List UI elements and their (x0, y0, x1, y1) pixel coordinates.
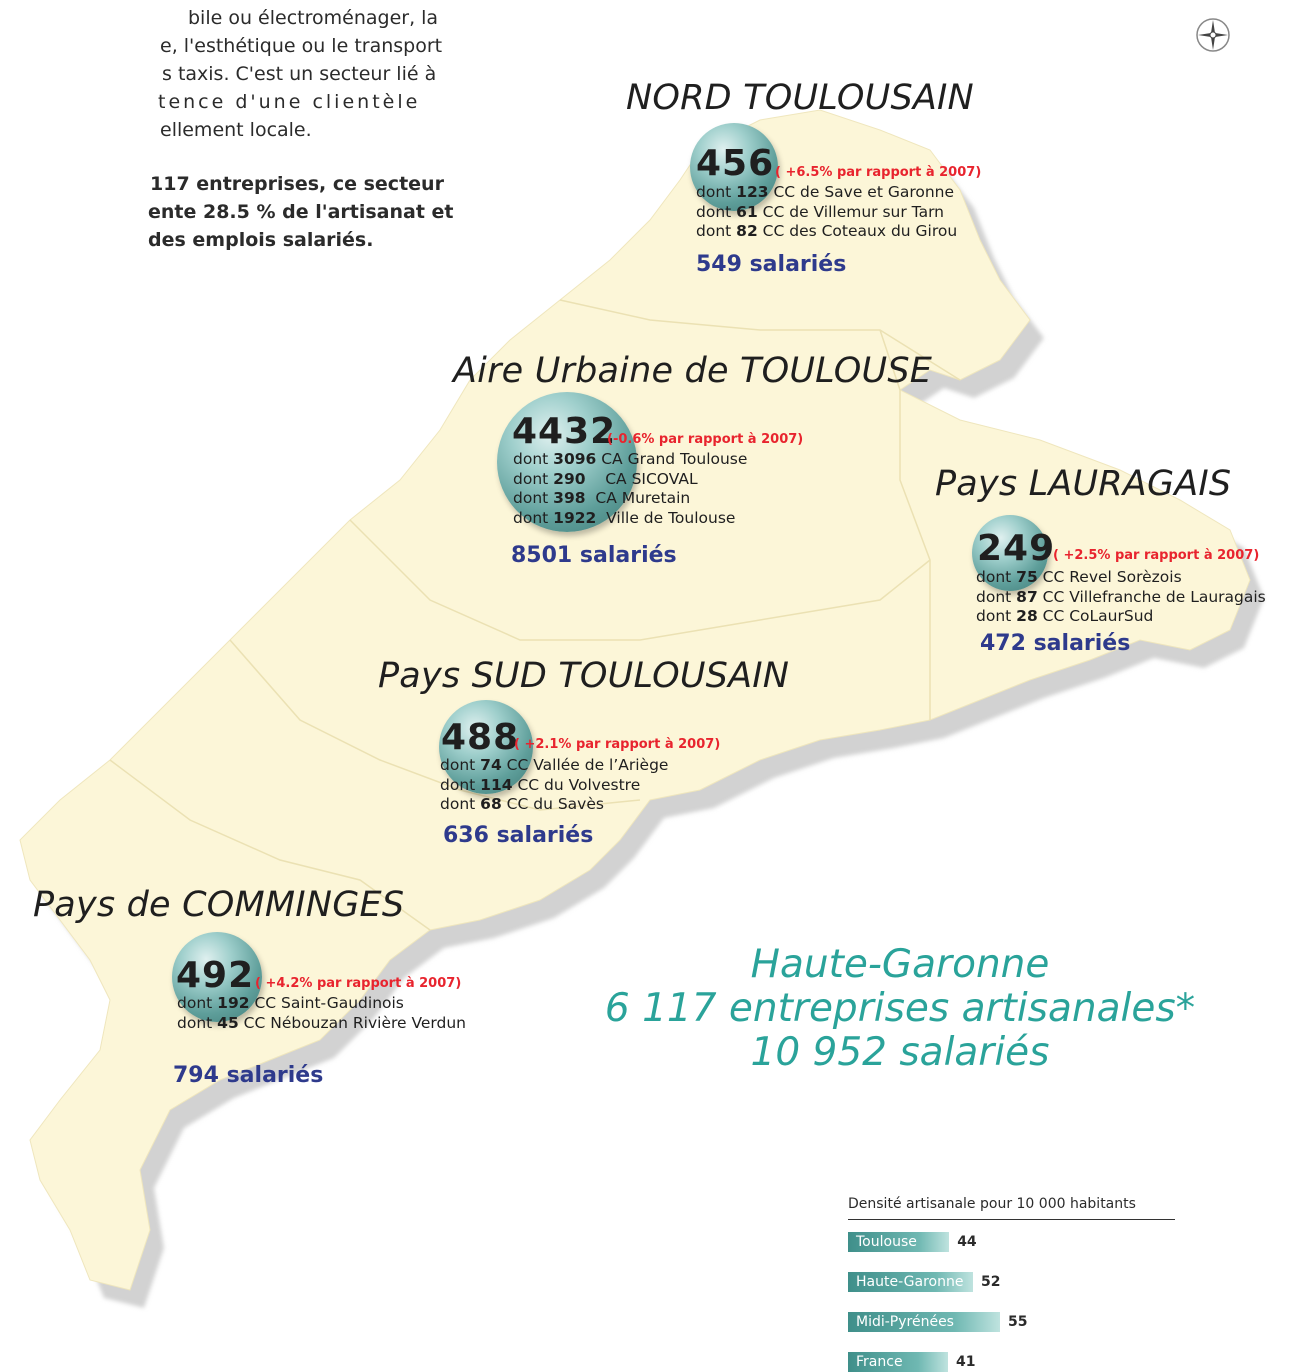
salaries-sud: 636 salariés (443, 823, 594, 848)
detail-line: dont 75 CC Revel Sorèzois (976, 568, 1182, 586)
density-bar-label: France (856, 1354, 903, 1370)
detail-line: dont 1922 Ville de Toulouse (513, 508, 736, 527)
intro-line: tence d'une clientèle (158, 91, 421, 113)
details-toulouse: dont 3096 CA Grand Toulouse dont 290 CA … (513, 450, 747, 528)
detail-line: dont 3096 CA Grand Toulouse (513, 450, 748, 468)
detail-line: dont 192 CC Saint-Gaudinois (177, 994, 404, 1012)
details-nord: dont 123 CC de Save et Garonne dont 61 C… (696, 183, 957, 242)
bubble-toulouse (497, 392, 637, 532)
density-bar-value: 52 (981, 1274, 1001, 1290)
change-lauragais: ( +2.5% par rapport à 2007) (1053, 548, 1260, 563)
region-title-comminges: Pays de COMMINGES (33, 885, 405, 925)
salaries-nord: 549 salariés (696, 252, 847, 277)
compass-icon (1196, 18, 1230, 52)
bubble-nord (690, 123, 778, 211)
intro-bold-line: 117 entreprises, ce secteur (150, 173, 444, 195)
region-title-toulouse: Aire Urbaine de TOULOUSE (453, 351, 933, 391)
region-borders (109, 299, 961, 931)
density-bar-value: 44 (957, 1234, 977, 1250)
count-sud: 488 (441, 717, 520, 758)
detail-line: dont 68 CC du Savès (440, 795, 604, 813)
salaries-comminges: 794 salariés (173, 1063, 324, 1088)
detail-line: dont 45 CC Nébouzan Rivière Verdun (177, 1013, 467, 1032)
intro-bold-line: des emplois salariés. (148, 229, 374, 251)
count-comminges: 492 (176, 955, 255, 996)
intro-line: e, l'esthétique ou le transport (160, 35, 443, 57)
detail-line: dont 123 CC de Save et Garonne (696, 183, 955, 201)
detail-line: dont 114 CC du Volvestre (440, 775, 641, 794)
density-bar-label: Haute-Garonne (856, 1274, 964, 1290)
density-bar-value: 55 (1008, 1314, 1028, 1330)
summary-salaries: 10 952 salariés (750, 1030, 1050, 1075)
intro-line: ellement locale. (160, 119, 312, 141)
detail-line: dont 290 CA SICOVAL (513, 469, 698, 488)
summary-block: Haute-Garonne 6 117 entreprises artisana… (580, 943, 1220, 1075)
density-chart-title: Densité artisanale pour 10 000 habitants (848, 1196, 1136, 1212)
density-bar (848, 1312, 1000, 1332)
salaries-toulouse: 8501 salariés (511, 543, 677, 568)
density-bar-label: Toulouse (856, 1234, 917, 1250)
detail-line: dont 82 CC des Coteaux du Girou (696, 222, 958, 240)
intro-bold-line: ente 28.5 % de l'artisanat et (148, 201, 454, 223)
salaries-lauragais: 472 salariés (980, 631, 1131, 656)
summary-entreprises: 6 117 entreprises artisanales* (604, 986, 1196, 1031)
bubble-comminges (172, 932, 262, 1022)
region-title-nord: NORD TOULOUSAIN (626, 78, 974, 118)
count-lauragais: 249 (977, 528, 1056, 569)
density-bar (848, 1272, 973, 1292)
detail-line: dont 87 CC Villefranche de Lauragais (976, 587, 1266, 606)
detail-line: dont 74 CC Vallée de l’Ariège (440, 756, 669, 774)
region-title-lauragais: Pays LAURAGAIS (935, 464, 1232, 504)
change-comminges: ( +4.2% par rapport à 2007) (255, 976, 462, 991)
detail-line: dont 61 CC de Villemur sur Tarn (696, 202, 944, 221)
change-nord: ( +6.5% par rapport à 2007) (775, 165, 982, 180)
summary-title: Haute-Garonne (750, 942, 1050, 987)
intro-line: bile ou électroménager, la (188, 7, 439, 29)
details-comminges: dont 192 CC Saint-Gaudinois dont 45 CC N… (177, 994, 466, 1033)
change-toulouse: (-0.6% par rapport à 2007) (607, 432, 804, 447)
details-lauragais: dont 75 CC Revel Sorèzois dont 87 CC Vil… (976, 568, 1266, 627)
count-toulouse: 4432 (512, 411, 617, 452)
region-title-sud: Pays SUD TOULOUSAIN (378, 656, 790, 696)
density-bar-label: Midi-Pyrénées (856, 1314, 954, 1330)
details-sud: dont 74 CC Vallée de l’Ariège dont 114 C… (440, 756, 668, 815)
detail-line: dont 398 CA Muretain (513, 489, 691, 507)
bubble-sud (439, 700, 533, 794)
change-sud: ( +2.1% par rapport à 2007) (514, 737, 721, 752)
count-nord: 456 (696, 143, 775, 184)
bubble-lauragais (972, 515, 1048, 591)
density-chart: Densité artisanale pour 10 000 habitants… (848, 1196, 1178, 1372)
detail-line: dont 28 CC CoLaurSud (976, 607, 1154, 625)
density-bar (848, 1232, 950, 1252)
intro-line: s taxis. C'est un secteur lié à (162, 63, 437, 85)
density-bar-value: 41 (956, 1354, 976, 1370)
density-chart-rule (848, 1219, 1175, 1220)
